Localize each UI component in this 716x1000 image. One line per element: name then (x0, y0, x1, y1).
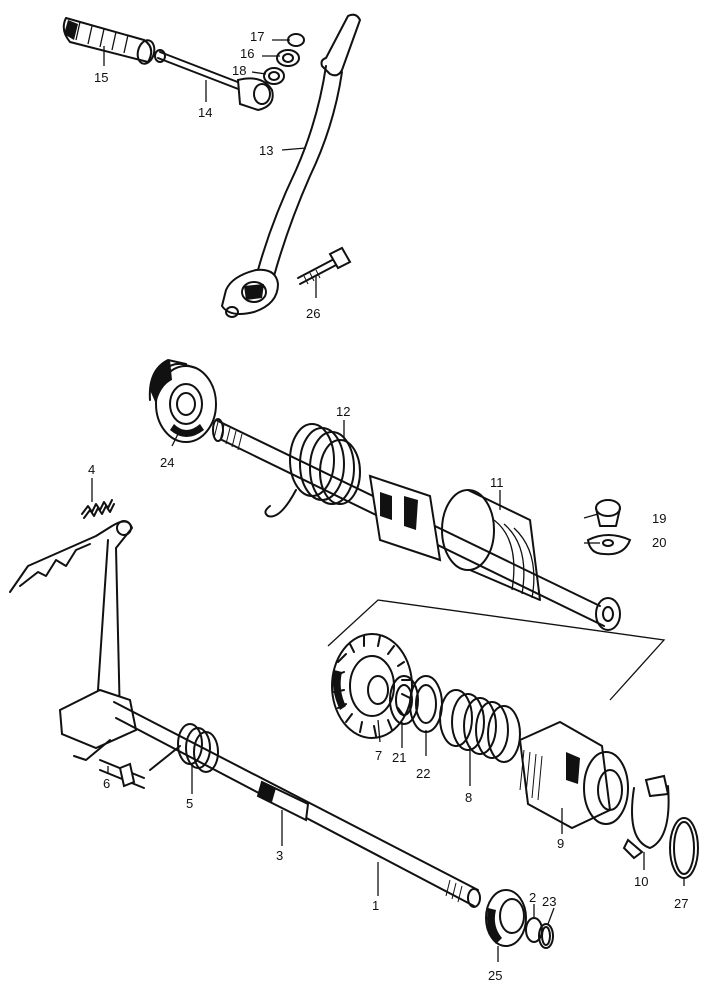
label-16: 16 (240, 46, 254, 61)
label-25: 25 (488, 968, 502, 983)
label-18: 18 (232, 63, 246, 78)
part-13-shift-lever (220, 13, 361, 318)
label-24: 24 (160, 455, 174, 470)
label-19: 19 (652, 511, 666, 526)
label-6: 6 (103, 776, 110, 791)
part-25-oil-seal (485, 889, 527, 947)
part-27-circlip (669, 817, 699, 879)
part-26-bolt (297, 246, 352, 285)
label-12: 12 (336, 404, 350, 419)
label-7: 7 (375, 748, 382, 763)
part-labels: 1 2 3 4 5 6 7 8 9 10 11 12 13 14 15 16 1… (88, 29, 688, 983)
part-3-collar (256, 780, 310, 822)
label-3: 3 (276, 848, 283, 863)
label-1: 1 (372, 898, 379, 913)
part-11-kick-spindle (212, 418, 621, 631)
part-10-ratchet-guide (622, 774, 670, 860)
part-20-washer (586, 534, 632, 556)
label-8: 8 (465, 790, 472, 805)
part-14-pivot-bolt (154, 49, 274, 112)
label-22: 22 (416, 766, 430, 781)
label-13: 13 (259, 143, 273, 158)
label-14: 14 (198, 105, 212, 120)
label-9: 9 (557, 836, 564, 851)
label-15: 15 (94, 70, 108, 85)
label-17: 17 (250, 29, 264, 44)
label-21: 21 (392, 750, 406, 765)
label-4: 4 (88, 462, 95, 477)
label-2: 2 (529, 890, 536, 905)
part-24-bearing (148, 359, 217, 443)
label-23: 23 (542, 894, 556, 909)
part-6-pin (99, 759, 145, 789)
part-8-spring (439, 689, 521, 763)
label-27: 27 (674, 896, 688, 911)
label-5: 5 (186, 796, 193, 811)
label-10: 10 (634, 874, 648, 889)
label-26: 26 (306, 306, 320, 321)
gear-group-frame (327, 599, 666, 701)
label-11: 11 (490, 475, 504, 490)
part-21-washer (389, 675, 419, 725)
part-9-ratchet (518, 720, 629, 830)
part-12-kick-spring (264, 423, 361, 518)
part-7-gear (331, 633, 413, 739)
part-22-washer (409, 675, 443, 733)
label-20: 20 (652, 535, 666, 550)
part-5-return-spring (149, 723, 219, 773)
part-4-spring (81, 499, 115, 519)
part-19-stopper-pin (595, 499, 621, 527)
parts-16-17-18-washers (263, 33, 305, 85)
leader-lines (91, 39, 685, 962)
part-shift-arm (9, 520, 138, 761)
part-15-footpeg-rubber (62, 17, 156, 65)
part-23-circlip (538, 923, 554, 949)
